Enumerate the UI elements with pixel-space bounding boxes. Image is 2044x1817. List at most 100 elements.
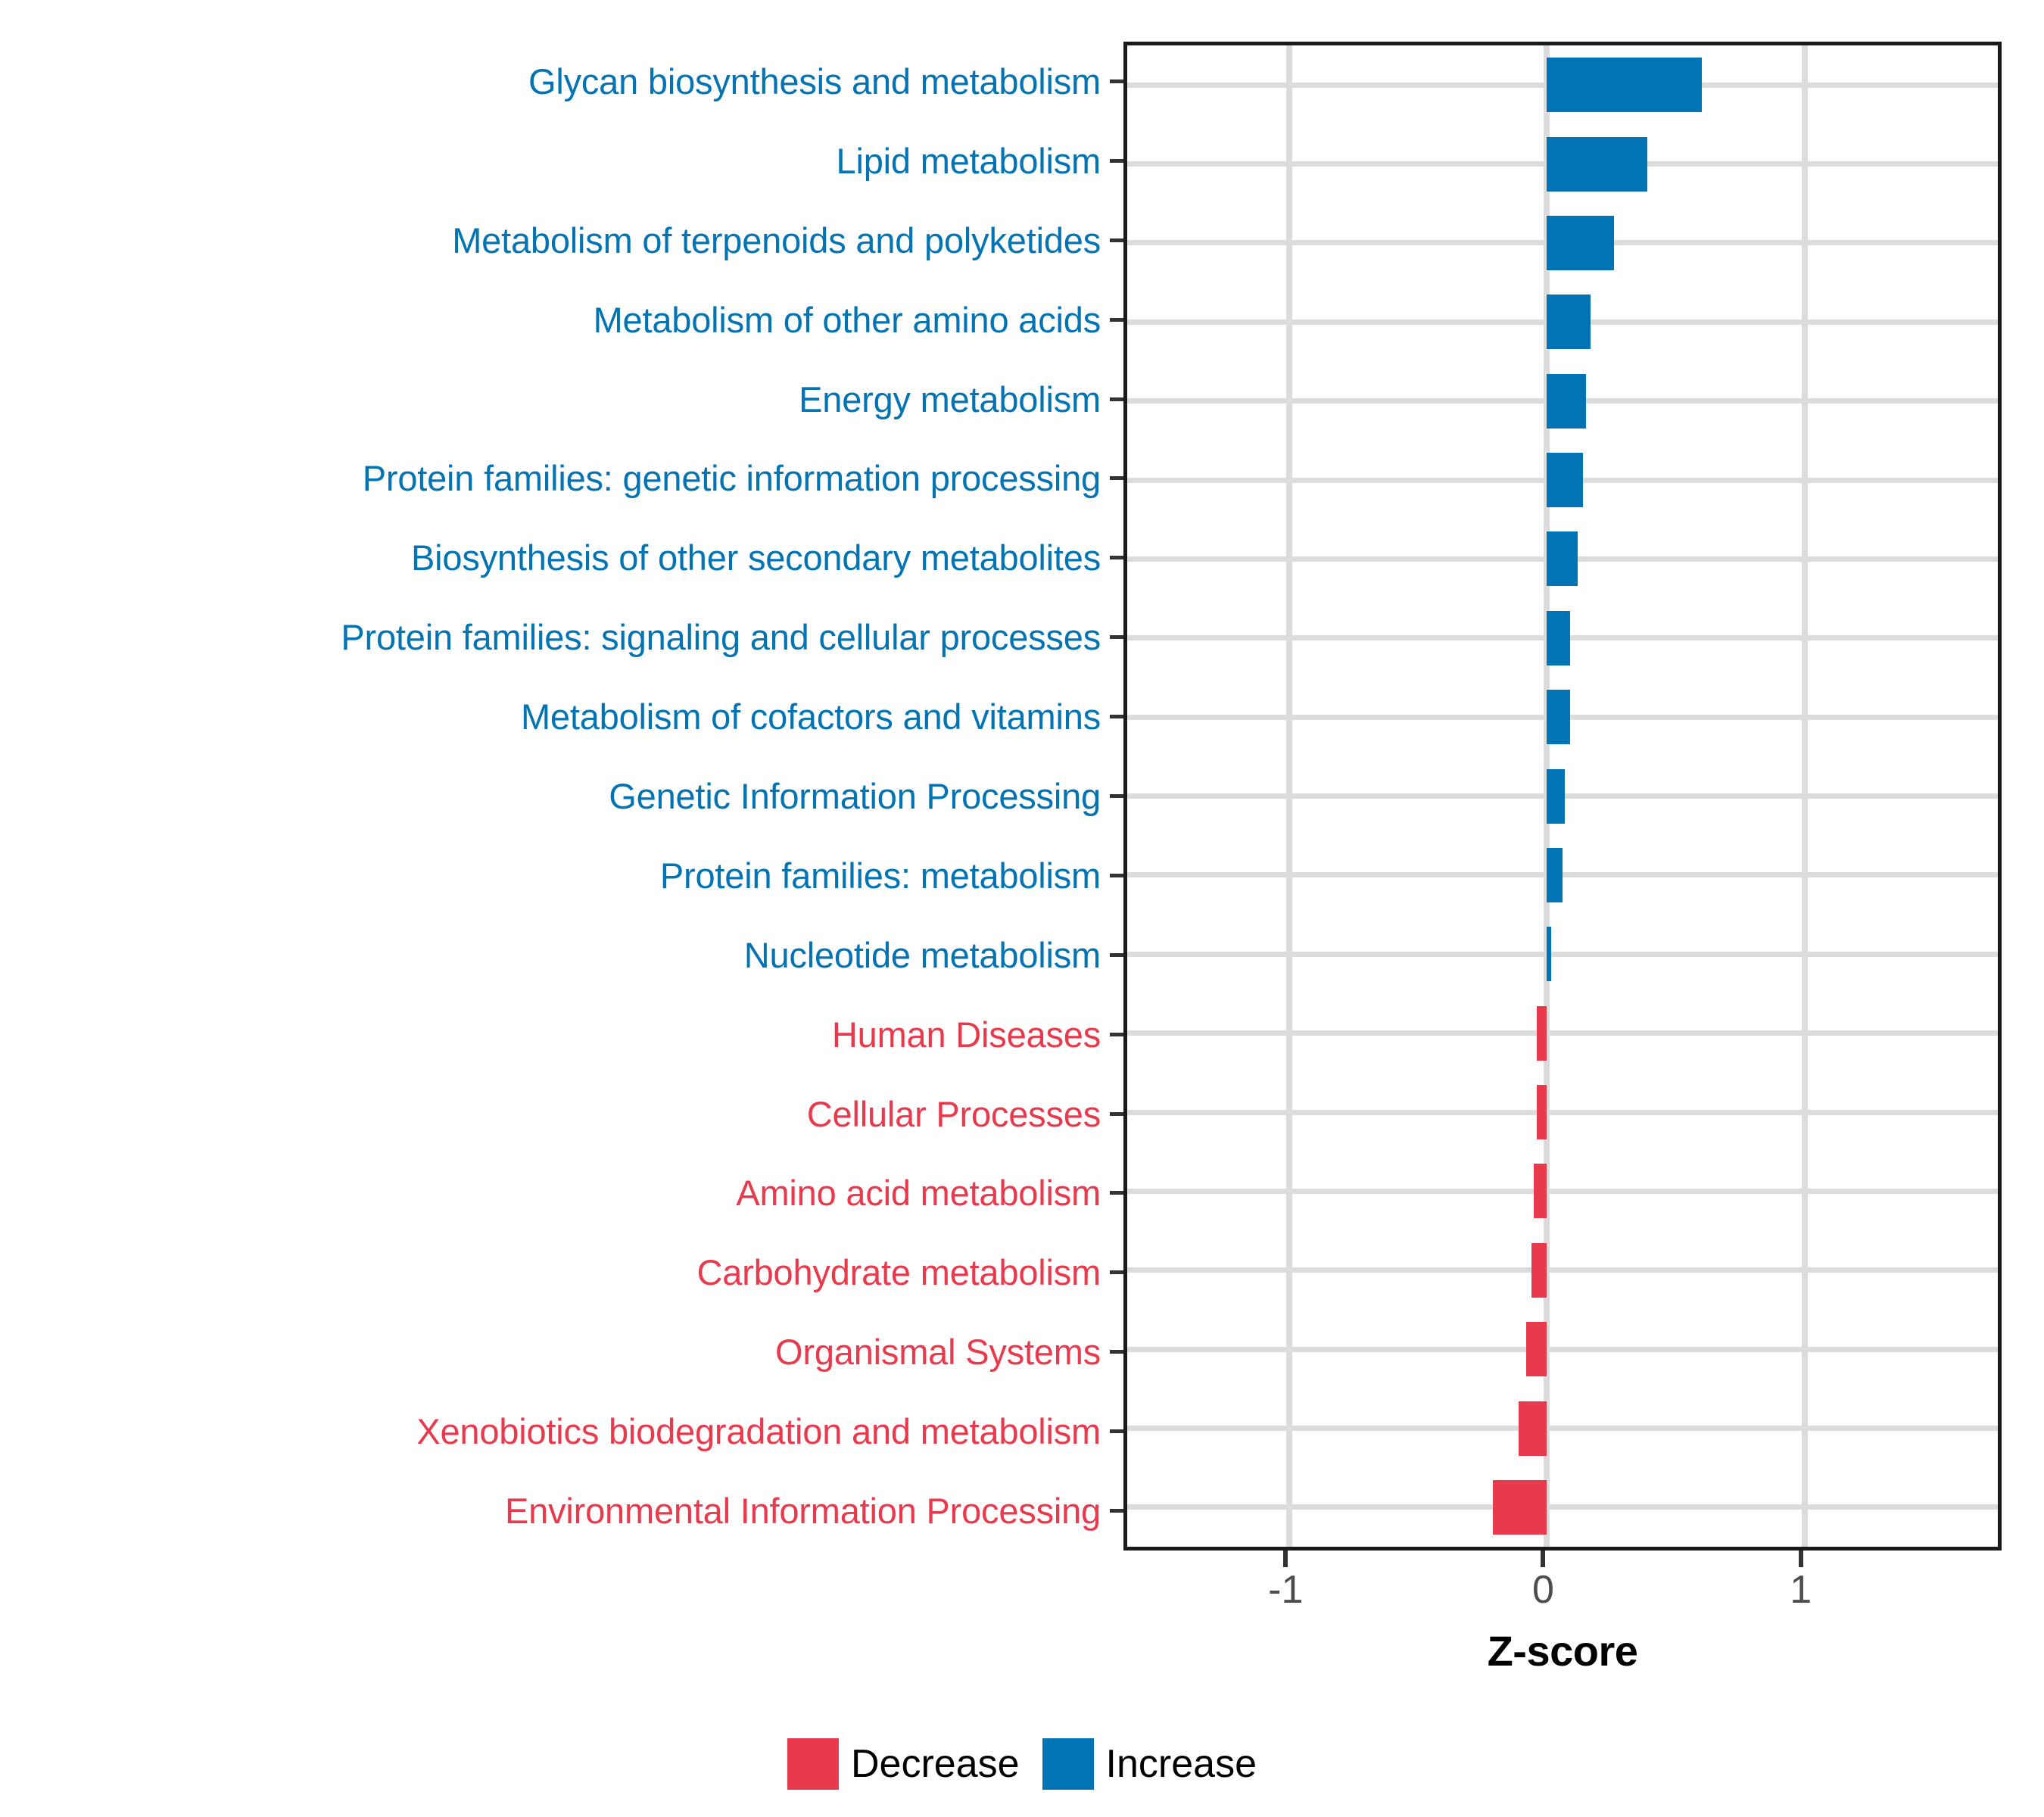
bar-row (1127, 915, 1998, 993)
y-axis-category-label: Amino acid metabolism (736, 1173, 1101, 1214)
horizontal-gridline (1127, 1030, 1998, 1036)
y-axis-category-label: Metabolism of other amino acids (593, 299, 1101, 340)
y-tick-row (1110, 756, 1123, 836)
legend-color-swatch (1042, 1738, 1094, 1790)
gridline-row (1127, 1388, 1998, 1467)
y-tick-row (1110, 201, 1123, 280)
bar (1547, 58, 1702, 113)
y-axis-category-label: Protein families: signaling and cellular… (341, 617, 1101, 658)
y-axis-category-label: Metabolism of terpenoids and polyketides (452, 220, 1101, 260)
gridline-row (1127, 915, 1998, 993)
y-axis-tick (1110, 1508, 1123, 1513)
x-axis-tick-label: 0 (1532, 1568, 1554, 1612)
bar (1547, 373, 1586, 429)
horizontal-gridline (1127, 1109, 1998, 1115)
plot-panel (1123, 42, 2002, 1551)
y-axis-label-row: Environmental Information Processing (0, 1471, 1105, 1551)
bar-row (1127, 1468, 1998, 1547)
y-axis-label-row: Glycan biosynthesis and metabolism (0, 42, 1105, 121)
y-axis-category-label: Genetic Information Processing (609, 775, 1101, 816)
horizontal-gridline (1127, 951, 1998, 957)
bar (1536, 1085, 1547, 1140)
legend: Decrease Increase (0, 1738, 2044, 1790)
y-axis-tick (1110, 793, 1123, 798)
legend-label: Decrease (850, 1742, 1020, 1786)
gridline-row (1127, 994, 1998, 1073)
bar-row (1127, 124, 1998, 203)
bar-row (1127, 519, 1998, 598)
x-axis-title: Z-score (1487, 1627, 1638, 1675)
gridline-row (1127, 836, 1998, 915)
x-axis-tick-label: -1 (1268, 1568, 1304, 1612)
y-axis-tick (1110, 1191, 1123, 1195)
y-tick-row (1110, 677, 1123, 756)
y-tick-row (1110, 280, 1123, 360)
bar-row (1127, 204, 1998, 282)
y-axis-label-row: Carbohydrate metabolism (0, 1233, 1105, 1312)
bar (1547, 295, 1591, 350)
y-axis-category-label: Protein families: metabolism (659, 855, 1101, 896)
y-tick-row (1110, 597, 1123, 677)
y-axis-label-row: Metabolism of cofactors and vitamins (0, 677, 1105, 756)
y-tick-row (1110, 1153, 1123, 1233)
legend-item[interactable]: Increase (1042, 1738, 1257, 1790)
horizontal-gridline (1127, 1267, 1998, 1273)
bar (1547, 215, 1614, 270)
y-axis-category-label: Organismal Systems (775, 1332, 1101, 1373)
y-axis-label-row: Protein families: signaling and cellular… (0, 597, 1105, 677)
y-axis-label-row: Genetic Information Processing (0, 756, 1105, 836)
y-axis-category-label: Metabolism of cofactors and vitamins (520, 697, 1101, 737)
y-axis-category-label: Glycan biosynthesis and metabolism (528, 61, 1101, 101)
y-axis-tick (1110, 873, 1123, 877)
legend-item[interactable]: Decrease (787, 1738, 1020, 1790)
y-axis-category-label: Nucleotide metabolism (743, 934, 1101, 975)
bar-row (1127, 756, 1998, 835)
y-axis-tick (1110, 79, 1123, 83)
y-axis-label-row: Protein families: genetic information pr… (0, 438, 1105, 518)
y-axis-category-label: Cellular Processes (806, 1093, 1101, 1134)
y-axis-category-label: Environmental Information Processing (505, 1490, 1101, 1531)
bar-row (1127, 678, 1998, 756)
bar (1493, 1479, 1547, 1535)
y-axis-label-row: Human Diseases (0, 995, 1105, 1074)
bar-row (1127, 45, 1998, 124)
y-tick-row (1110, 1392, 1123, 1471)
gridline-row (1127, 1231, 1998, 1310)
y-axis-label-row: Organismal Systems (0, 1312, 1105, 1392)
bar-row (1127, 282, 1998, 361)
y-axis-tick (1110, 556, 1123, 560)
y-axis-category-label: Carbohydrate metabolism (696, 1252, 1101, 1293)
horizontal-gridline (1127, 1188, 1998, 1194)
y-axis-tick (1110, 635, 1123, 640)
bar (1547, 531, 1578, 587)
y-tick-row (1110, 915, 1123, 995)
vertical-gridline (1286, 45, 1293, 1547)
y-axis-tick (1110, 158, 1123, 163)
vertical-gridline (1801, 45, 1808, 1547)
y-tick-row (1110, 438, 1123, 518)
y-tick-row (1110, 1471, 1123, 1551)
bar-row (1127, 1152, 1998, 1230)
bar-row (1127, 1231, 1998, 1310)
bar (1547, 690, 1571, 745)
y-axis-label-row: Energy metabolism (0, 360, 1105, 439)
x-axis-tick-marks (1123, 1551, 2002, 1567)
gridline-row (1127, 1152, 1998, 1230)
y-axis-category-label: Biosynthesis of other secondary metaboli… (411, 538, 1101, 578)
y-axis-label-row: Amino acid metabolism (0, 1153, 1105, 1233)
y-axis-label-row: Protein families: metabolism (0, 836, 1105, 915)
gridline-row (1127, 1468, 1998, 1547)
bar-row (1127, 362, 1998, 441)
y-tick-row (1110, 42, 1123, 121)
bar (1531, 1242, 1547, 1298)
y-axis-tick (1110, 1350, 1123, 1354)
y-axis-tick (1110, 952, 1123, 957)
y-axis-tick (1110, 476, 1123, 481)
bar-row (1127, 1073, 1998, 1152)
bar (1534, 1164, 1547, 1219)
bar (1519, 1401, 1547, 1456)
horizontal-gridline (1127, 1426, 1998, 1432)
y-axis-tick (1110, 317, 1123, 322)
